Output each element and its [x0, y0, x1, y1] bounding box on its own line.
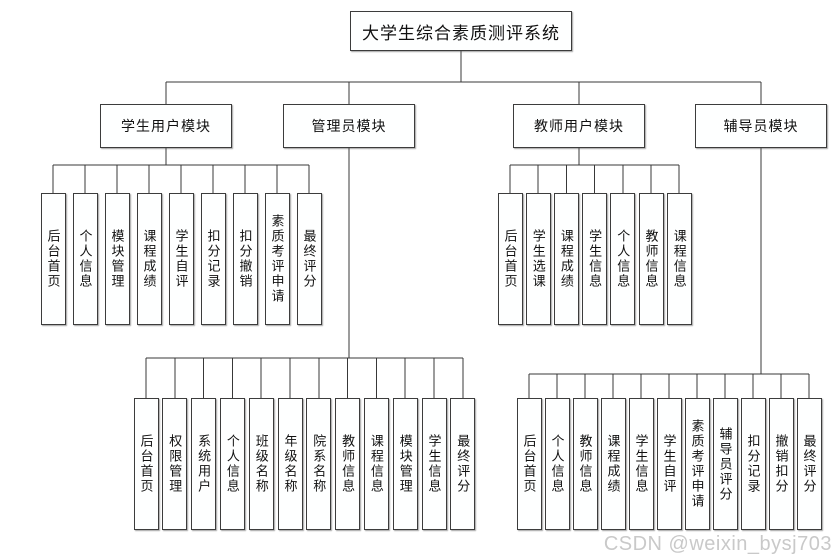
leaf-label: 学生选课 — [530, 229, 546, 289]
leaf-node: 班级名称 — [248, 398, 274, 530]
leaf-node: 课程信息 — [666, 193, 692, 325]
leaf-label: 辅导员评分 — [717, 426, 733, 502]
leaf-node: 年级名称 — [277, 398, 303, 530]
leaf-node: 学生选课 — [525, 193, 551, 325]
leaf-node: 系统用户 — [191, 398, 217, 530]
leaf-label: 撤销扣分 — [773, 434, 789, 494]
leaf-node: 后台首页 — [497, 193, 523, 325]
leaf-label: 学生信息 — [633, 434, 649, 494]
leaf-node: 个人信息 — [72, 193, 98, 325]
leaf-label: 模块管理 — [397, 434, 413, 494]
leaf-node: 最终评分 — [450, 398, 476, 530]
leaf-label: 课程信息 — [368, 434, 384, 494]
leaf-label: 学生自评 — [173, 229, 189, 289]
leaf-label: 个人信息 — [549, 434, 565, 494]
leaf-node: 个人信息 — [610, 193, 636, 325]
leaf-node: 学生信息 — [421, 398, 447, 530]
leaf-node: 扣分记录 — [200, 193, 226, 325]
leaf-label: 班级名称 — [253, 434, 269, 494]
leaf-node: 素质考评申请 — [264, 193, 290, 325]
leaf-node: 学生信息 — [628, 398, 654, 530]
leaf-label: 教师信息 — [643, 229, 659, 289]
leaf-label: 后台首页 — [502, 229, 518, 289]
leaf-node: 后台首页 — [40, 193, 66, 325]
leaf-node: 模块管理 — [392, 398, 418, 530]
module-node-counselor: 辅导员模块 — [695, 104, 827, 148]
leaf-label: 后台首页 — [521, 434, 537, 494]
watermark: CSDN @weixin_bysj703 — [603, 533, 832, 555]
leaf-label: 最终评分 — [801, 434, 817, 494]
leaf-node: 最终评分 — [296, 193, 322, 325]
leaf-label: 素质考评申请 — [269, 214, 285, 304]
leaf-label: 后台首页 — [138, 434, 154, 494]
leaf-label: 学生自评 — [661, 434, 677, 494]
leaf-node: 课程信息 — [363, 398, 389, 530]
leaf-label: 权限管理 — [167, 434, 183, 494]
leaf-label: 课程成绩 — [141, 229, 157, 289]
leaf-label: 学生信息 — [587, 229, 603, 289]
leaf-node: 后台首页 — [516, 398, 542, 530]
leaf-label: 系统用户 — [196, 434, 212, 494]
leaf-node: 学生信息 — [582, 193, 608, 325]
leaf-label: 教师信息 — [340, 434, 356, 494]
leaf-label: 模块管理 — [109, 229, 125, 289]
leaf-label: 课程信息 — [671, 229, 687, 289]
leaf-label: 扣分记录 — [205, 229, 221, 289]
leaf-label: 最终评分 — [455, 434, 471, 494]
leaf-node: 个人信息 — [544, 398, 570, 530]
module-node-teacher: 教师用户模块 — [513, 104, 645, 148]
leaf-node: 最终评分 — [796, 398, 822, 530]
leaf-node: 教师信息 — [335, 398, 361, 530]
leaf-node: 院系名称 — [306, 398, 332, 530]
module-node-student: 学生用户模块 — [100, 104, 232, 148]
leaf-node: 学生自评 — [656, 398, 682, 530]
leaf-label: 个人信息 — [224, 434, 240, 494]
leaf-label: 最终评分 — [301, 229, 317, 289]
leaf-label: 教师信息 — [577, 434, 593, 494]
leaf-node: 课程成绩 — [553, 193, 579, 325]
leaf-label: 学生信息 — [426, 434, 442, 494]
leaf-node: 扣分记录 — [740, 398, 766, 530]
leaf-label: 扣分撤销 — [237, 229, 253, 289]
leaf-node: 模块管理 — [104, 193, 130, 325]
leaf-node: 课程成绩 — [600, 398, 626, 530]
leaf-node: 素质考评申请 — [684, 398, 710, 530]
leaf-label: 课程成绩 — [605, 434, 621, 494]
root-node: 大学生综合素质测评系统 — [350, 11, 572, 51]
leaf-node: 个人信息 — [219, 398, 245, 530]
leaf-label: 个人信息 — [615, 229, 631, 289]
leaf-label: 课程成绩 — [558, 229, 574, 289]
leaf-label: 个人信息 — [77, 229, 93, 289]
leaf-node: 辅导员评分 — [712, 398, 738, 530]
leaf-node: 学生自评 — [168, 193, 194, 325]
leaf-label: 扣分记录 — [745, 434, 761, 494]
leaf-label: 后台首页 — [45, 229, 61, 289]
leaf-node: 教师信息 — [572, 398, 598, 530]
leaf-label: 院系名称 — [311, 434, 327, 494]
leaf-label: 素质考评申请 — [689, 419, 705, 509]
leaf-node: 撤销扣分 — [768, 398, 794, 530]
leaf-node: 权限管理 — [162, 398, 188, 530]
module-node-admin: 管理员模块 — [283, 104, 415, 148]
leaf-node: 课程成绩 — [136, 193, 162, 325]
leaf-node: 教师信息 — [638, 193, 664, 325]
leaf-node: 后台首页 — [133, 398, 159, 530]
leaf-label: 年级名称 — [282, 434, 298, 494]
leaf-node: 扣分撤销 — [232, 193, 258, 325]
